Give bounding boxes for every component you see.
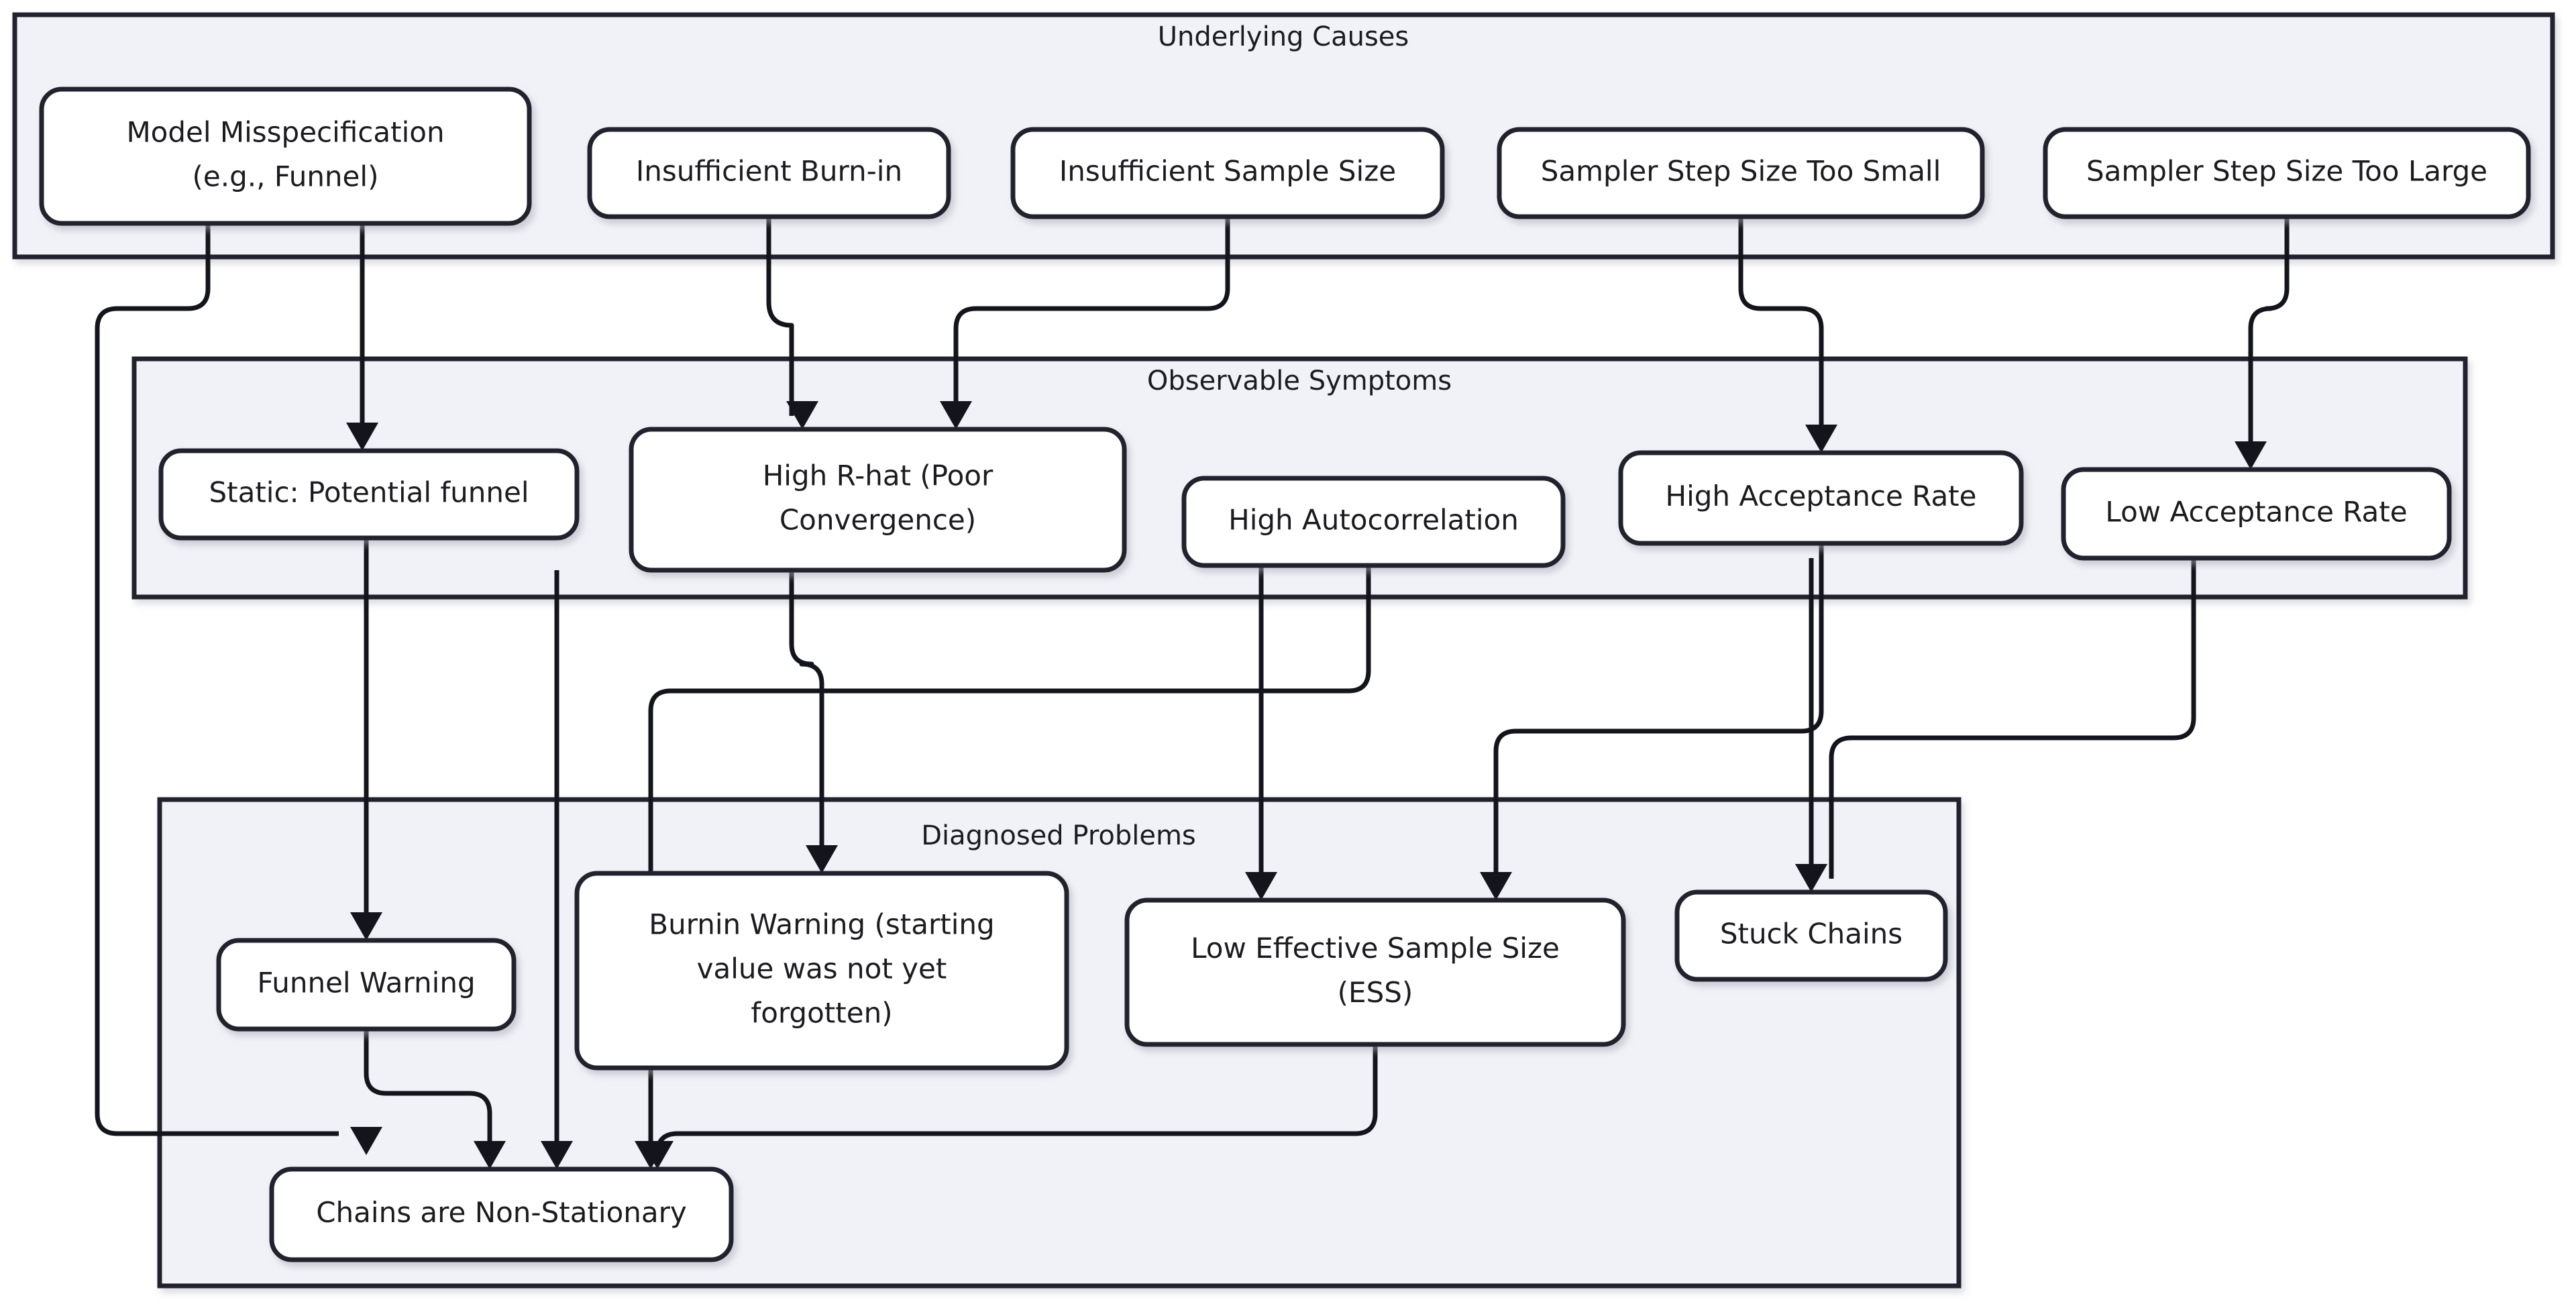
node-low_ess[interactable]: Low Effective Sample Size (ESS) — [1124, 897, 1626, 1047]
edge-layer — [95, 217, 2290, 1169]
node-label-funnel_warning: Funnel Warning — [257, 967, 475, 999]
edge-insufficient_burnin-to-high_rhat — [766, 217, 818, 429]
node-label-model_misspec: Model Misspecification — [126, 116, 444, 149]
node-burnin_warning[interactable]: Burnin Warning (starting value was not ye… — [574, 871, 1069, 1071]
edge-line — [1738, 217, 1824, 439]
node-box-high_accept[interactable] — [1618, 450, 2024, 546]
node-box-burnin_warning[interactable] — [574, 871, 1069, 1071]
node-layer: Model Misspecification (e.g., Funnel) Insu… — [39, 87, 2531, 1262]
node-label-step_too_large: Sampler Step Size Too Large — [2086, 155, 2487, 188]
node-label-model_misspec: (e.g., Funnel) — [193, 160, 379, 193]
node-label-low_accept: Low Acceptance Rate — [2105, 496, 2407, 529]
edge-funnel_warning-to-non_stationary — [364, 1029, 506, 1169]
edge-line — [1829, 558, 2196, 879]
arrow-head-icon — [1795, 864, 1827, 892]
arrow-head-icon — [350, 1127, 382, 1155]
node-label-high_rhat: Convergence) — [780, 504, 976, 537]
node-box-step_too_small[interactable] — [1497, 127, 1985, 219]
cluster-label-causes: Underlying Causes — [1158, 21, 1409, 52]
edge-low_accept-to-low_ess — [1795, 558, 2196, 892]
node-box-funnel_warning[interactable] — [216, 938, 517, 1032]
node-insufficient_burnin[interactable]: Insufficient Burn-in — [587, 127, 951, 219]
node-label-burnin_warning: forgotten) — [751, 997, 892, 1030]
edge-model_misspec-to-static_funnel — [346, 223, 378, 451]
arrow-head-icon — [1805, 425, 1837, 453]
edge-line — [766, 217, 794, 416]
node-box-model_misspec[interactable] — [39, 87, 532, 226]
arrow-head-icon — [346, 423, 378, 451]
edge-step_too_large-to-low_accept — [2235, 217, 2290, 470]
node-box-insufficient_burnin[interactable] — [587, 127, 951, 219]
arrow-head-icon — [2235, 441, 2267, 470]
cluster-label-symptoms: Observable Symptoms — [1147, 366, 1452, 396]
edge-line — [2248, 217, 2290, 456]
edge-line — [953, 217, 1230, 416]
node-box-stuck_chains[interactable] — [1674, 889, 1948, 982]
node-label-stuck_chains: Stuck Chains — [1720, 918, 1902, 950]
node-funnel_warning[interactable]: Funnel Warning — [216, 938, 517, 1032]
edge-step_too_small-to-high_accept — [1738, 217, 1837, 453]
node-label-static_funnel: Static: Potential funnel — [209, 476, 529, 509]
node-model_misspec[interactable]: Model Misspecification (e.g., Funnel) — [39, 87, 532, 226]
node-box-step_too_large[interactable] — [2043, 127, 2531, 219]
node-box-low_accept[interactable] — [2061, 467, 2452, 561]
node-label-high_rhat: High R-hat (Poor — [763, 459, 994, 492]
edge-line — [1493, 543, 1824, 887]
arrow-head-icon — [541, 1141, 573, 1169]
node-box-insufficient_sample[interactable] — [1010, 127, 1445, 219]
arrow-head-icon — [940, 401, 972, 429]
node-label-non_stationary: Chains are Non-Stationary — [316, 1196, 687, 1229]
arrow-head-icon — [641, 1141, 674, 1169]
node-step_too_small[interactable]: Sampler Step Size Too Small — [1497, 127, 1985, 219]
edge-high_rhat-to-non_stationary — [541, 570, 573, 1169]
node-label-burnin_warning: Burnin Warning (starting — [649, 908, 994, 941]
node-label-insufficient_burnin: Insufficient Burn-in — [636, 155, 902, 188]
node-high_accept[interactable]: High Acceptance Rate — [1618, 450, 2024, 546]
node-static_funnel[interactable]: Static: Potential funnel — [158, 448, 580, 541]
arrow-head-icon — [474, 1141, 506, 1169]
arrow-head-icon — [786, 401, 818, 429]
edge-high_accept-to-low_ess — [1480, 543, 1824, 900]
node-stuck_chains[interactable]: Stuck Chains — [1674, 889, 1948, 982]
node-insufficient_sample[interactable]: Insufficient Sample Size — [1010, 127, 1445, 219]
arrow-head-icon — [1245, 872, 1277, 900]
edge-static_funnel-to-funnel_warning — [350, 538, 382, 940]
edge-line — [789, 570, 824, 860]
edge-line — [364, 1029, 492, 1155]
node-non_stationary[interactable]: Chains are Non-Stationary — [269, 1166, 734, 1262]
node-label-insufficient_sample: Insufficient Sample Size — [1059, 155, 1396, 188]
node-box-non_stationary[interactable] — [269, 1166, 734, 1262]
node-label-high_accept: High Acceptance Rate — [1666, 480, 1977, 512]
arrow-head-icon — [350, 912, 382, 940]
node-low_accept[interactable]: Low Acceptance Rate — [2061, 467, 2452, 561]
edge-line — [95, 223, 339, 1136]
edge-insufficient_sample-to-high_rhat — [940, 217, 1230, 429]
node-box-high_rhat[interactable] — [629, 427, 1127, 573]
edge-model_misspec-to-funnel_warning — [95, 223, 382, 1155]
arrow-head-icon — [806, 845, 838, 873]
node-box-high_autocorr[interactable] — [1181, 476, 1566, 568]
node-label-step_too_small: Sampler Step Size Too Small — [1541, 155, 1941, 188]
edge-high_rhat-to-burnin_warning — [789, 570, 838, 873]
node-box-low_ess[interactable] — [1124, 897, 1626, 1047]
node-box-static_funnel[interactable] — [158, 448, 580, 541]
node-step_too_large[interactable]: Sampler Step Size Too Large — [2043, 127, 2531, 219]
node-high_autocorr[interactable]: High Autocorrelation — [1181, 476, 1566, 568]
node-label-burnin_warning: value was not yet — [697, 952, 947, 985]
cluster-label-problems: Diagnosed Problems — [921, 820, 1196, 851]
edge-line — [648, 565, 1371, 1155]
node-label-high_autocorr: High Autocorrelation — [1228, 504, 1519, 537]
node-label-low_ess: (ESS) — [1338, 976, 1413, 1009]
edge-high_autocorr-to-low_ess — [1245, 565, 1277, 900]
node-label-low_ess: Low Effective Sample Size — [1191, 932, 1560, 965]
edge-low_ess-to-non_stationary — [641, 1044, 1378, 1169]
arrow-head-icon — [1480, 872, 1512, 900]
